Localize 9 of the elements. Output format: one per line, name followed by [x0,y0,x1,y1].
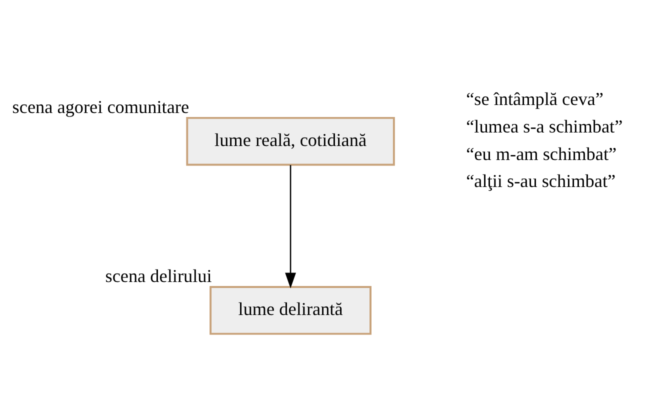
node-label: scena delirului [105,266,212,286]
label: “alţii s-au schimbat” [466,171,616,192]
label: “eu m-am schimbat” [466,144,617,164]
arrow [285,165,296,288]
label: “se întâmplă ceva” [466,89,604,110]
node-label: scena agorei comunitare [12,96,190,117]
node-box: lume reală, cotidiană [186,116,395,166]
label: “lumea s-a schimbat” [466,116,623,136]
node-box: lume delirantă [210,286,372,335]
